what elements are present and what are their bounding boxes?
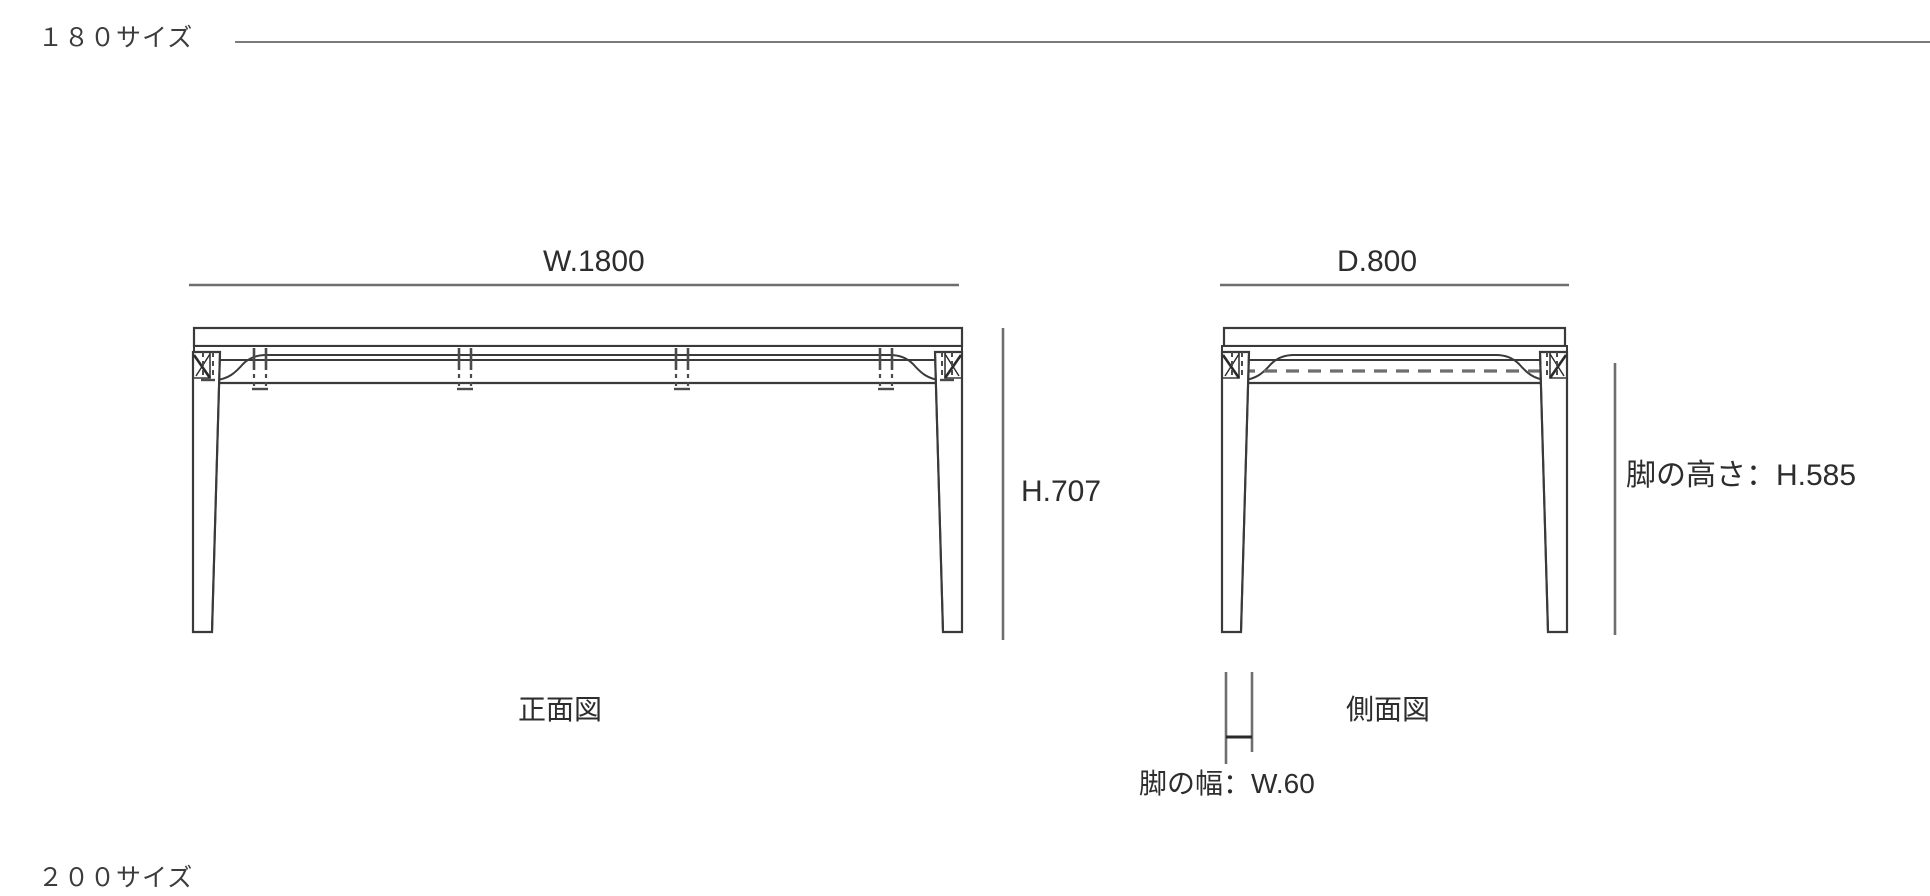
side-tabletop: [1222, 326, 1567, 348]
front-leg-right-joint-bracket: [944, 351, 962, 379]
front-apron-profile: [195, 354, 961, 381]
side-leg-right-inner-edge: [1539, 351, 1549, 633]
side-apron: [1221, 345, 1568, 361]
side-apron-profile: [1223, 354, 1567, 381]
front-leg-left-inner-edge: [211, 351, 221, 633]
front-leg-right-inner-edge: [934, 351, 944, 633]
side-leg-height-label: 脚の高さ：H.585: [1626, 459, 1857, 492]
side-leg-right-joint-bracket: [1549, 351, 1567, 379]
front-view: [189, 283, 1005, 640]
front-width-label: W.1800: [543, 245, 645, 278]
side-depth-label: D.800: [1337, 245, 1418, 278]
front-apron-hidden-joinery-3: [674, 348, 690, 391]
side-leg-left-joint-bracket: [1222, 351, 1240, 379]
front-leg-left-joint-bracket: [193, 351, 211, 379]
front-view-label: 正面図: [518, 694, 603, 725]
front-apron-hidden-joinery-1: [252, 348, 268, 391]
leg-width-indicator: [1224, 672, 1254, 764]
section-header: １８０サイズ: [0, 0, 1930, 70]
next-section-header: ２００サイズ: [0, 858, 1930, 896]
side-leg-left-inner-edge: [1240, 351, 1250, 633]
front-total-height-label: H.707: [1021, 475, 1102, 508]
side-view-label: 側面図: [1346, 694, 1431, 725]
next-section-title: ２００サイズ: [38, 864, 194, 892]
front-apron: [193, 345, 963, 361]
section-header-rule: [235, 41, 1930, 43]
side-view: [1220, 283, 1617, 764]
front-apron-hidden-joinery-2: [457, 348, 473, 391]
front-apron-hidden-joinery-4: [878, 348, 894, 391]
front-tabletop: [192, 326, 964, 348]
leg-width-label: 脚の幅：W.60: [1139, 768, 1315, 799]
section-title: １８０サイズ: [38, 24, 194, 52]
